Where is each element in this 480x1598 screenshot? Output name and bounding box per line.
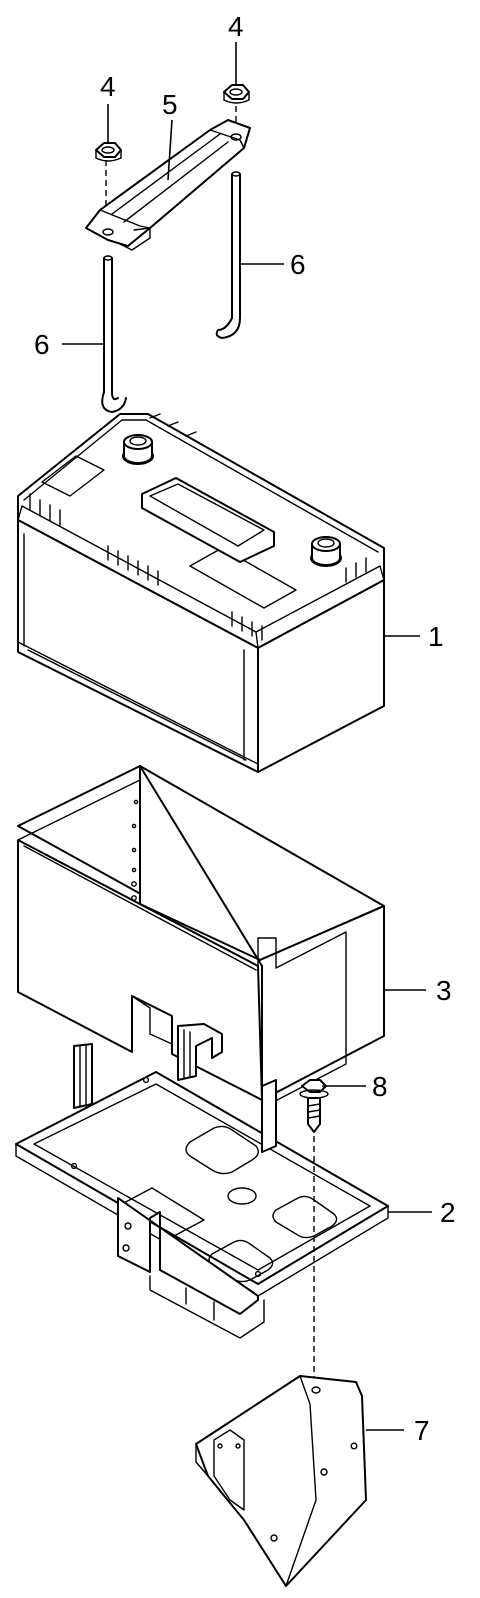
callout-1: 1	[428, 621, 444, 652]
callout-7: 7	[414, 1415, 430, 1446]
j-bolt-right	[215, 171, 241, 339]
callout-4-right: 4	[228, 11, 244, 42]
lower-bracket	[195, 1375, 367, 1587]
battery	[17, 413, 385, 773]
callout-4-left: 4	[100, 71, 116, 102]
callout-6-left: 6	[34, 329, 50, 360]
callout-5: 5	[162, 89, 178, 120]
bolt	[299, 1079, 329, 1133]
leader-5	[167, 119, 173, 181]
callout-3: 3	[436, 975, 452, 1006]
nut-right	[223, 84, 250, 104]
j-bolt-left	[101, 255, 127, 413]
nut-left	[95, 142, 122, 162]
battery-box	[17, 765, 385, 1109]
battery-tray	[15, 1023, 389, 1339]
callout-6-right: 6	[290, 249, 306, 280]
hold-down-bracket	[85, 119, 251, 251]
callout-2: 2	[440, 1197, 456, 1228]
callout-8: 8	[372, 1071, 388, 1102]
